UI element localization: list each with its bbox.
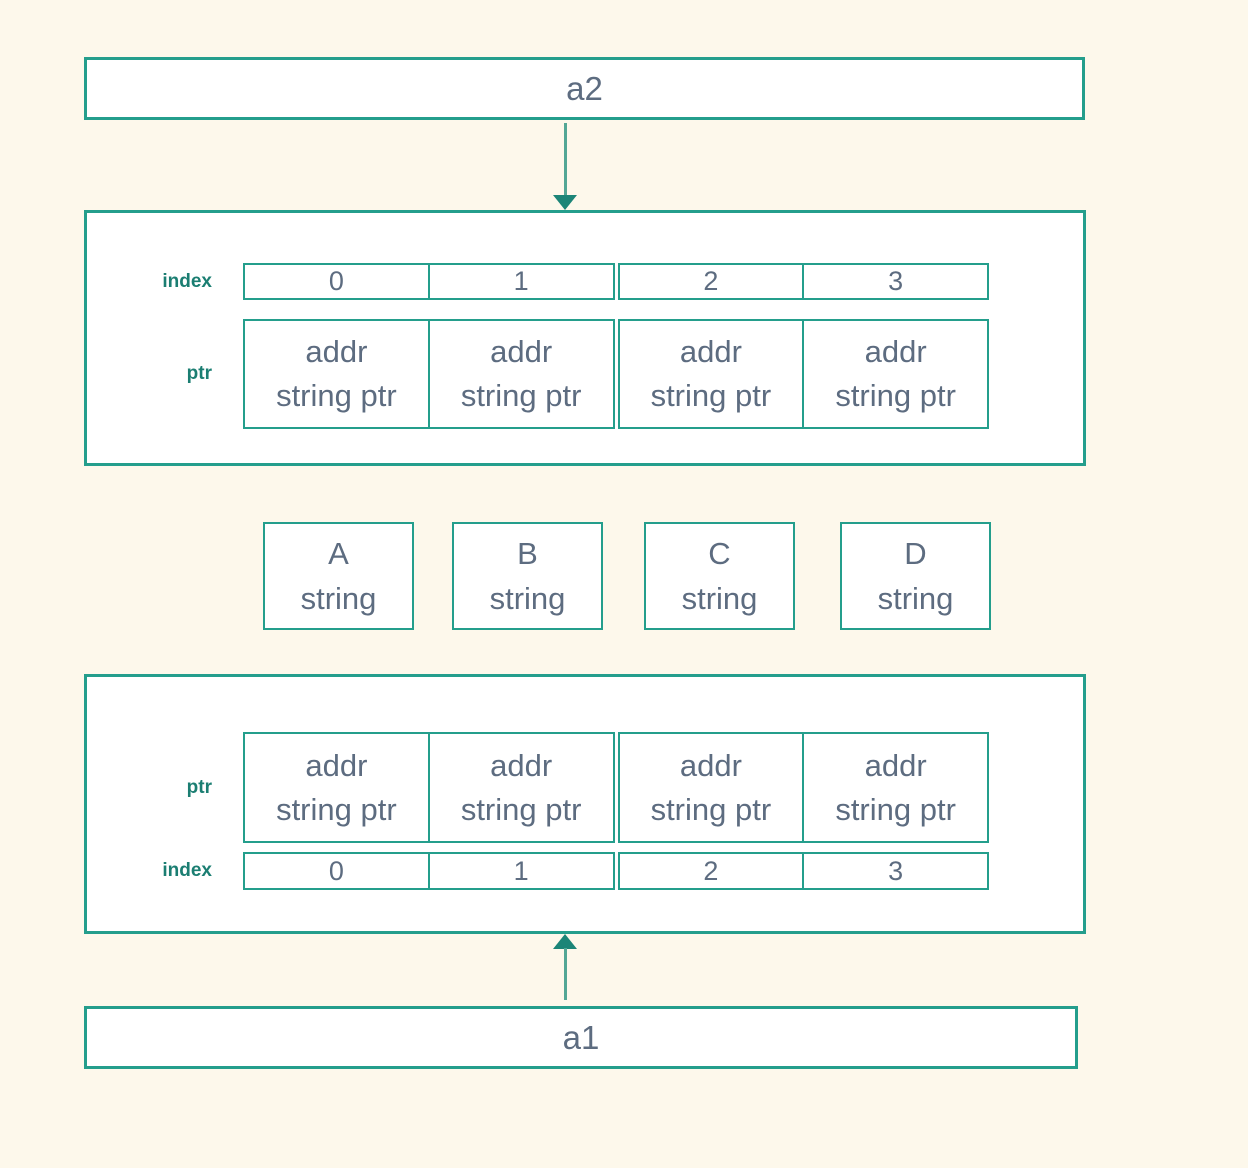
index-cell-value: 1 [513,855,529,886]
ptr-cell-string-ptr: string ptr [835,378,956,413]
index-cell-1: 1 [427,854,613,888]
arrow-up-icon [553,934,577,949]
upper-array-box: index 0 1 2 3 ptr [84,210,1086,466]
ptr-cell-group: addr string ptr addr string ptr [617,319,989,429]
lower-array-box: ptr addr string ptr addr string ptr addr… [84,674,1086,934]
down-arrow-shaft [564,123,567,197]
ptr-cell-string-ptr: string ptr [276,791,397,827]
string-type: string [681,581,758,616]
string-box-c: C string [644,522,795,630]
upper-ptr-row: addr string ptr addr string ptr addr str… [243,319,989,429]
ptr-cell-string-ptr: string ptr [835,791,956,827]
ptr-cell-string-ptr: string ptr [650,378,772,413]
arrow-down-icon [553,195,577,210]
ptr-cell-addr: addr [864,747,927,783]
ptr-cell-group: addr string ptr addr string ptr [617,732,989,843]
index-cell-3: 3 [802,854,987,888]
lower-index-label: index [162,860,212,881]
ptr-cell-string-ptr: string ptr [460,378,582,413]
index-cell-3: 3 [802,265,987,298]
up-arrow-shaft [564,948,567,1000]
index-cell-value: 1 [513,266,529,296]
index-cell-value: 0 [328,266,344,296]
ptr-cell-2: addr string ptr [620,321,803,427]
a2-box: a2 [84,57,1085,120]
index-cell-value: 3 [888,855,904,886]
string-box-b: B string [452,522,603,630]
index-cell-value: 2 [703,266,719,296]
index-cell-value: 0 [328,855,344,886]
ptr-cell-1: addr string ptr [427,734,613,841]
index-cell-2: 2 [620,854,803,888]
ptr-cell-group: addr string ptr addr string ptr [243,319,615,429]
ptr-cell-group: addr string ptr addr string ptr [243,732,615,843]
index-cell-value: 2 [703,855,719,886]
ptr-cell-string-ptr: string ptr [650,791,772,827]
ptr-cell-2: addr string ptr [620,734,803,841]
index-cell-0: 0 [245,854,428,888]
string-type: string [877,581,954,616]
index-cell-group: 0 1 [243,263,615,300]
ptr-cell-0: addr string ptr [245,321,428,427]
lower-ptr-row: addr string ptr addr string ptr addr str… [243,732,989,843]
string-name: A [328,536,349,571]
lower-ptr-label: ptr [186,776,212,798]
ptr-cell-string-ptr: string ptr [276,378,397,413]
string-box-d: D string [840,522,991,630]
ptr-cell-3: addr string ptr [802,321,987,427]
string-name: B [517,536,538,571]
index-cell-group: 2 3 [617,263,989,300]
index-cell-group: 2 3 [617,852,989,890]
index-cell-2: 2 [620,265,803,298]
index-cell-value: 3 [888,266,904,296]
ptr-cell-addr: addr [864,334,927,369]
ptr-cell-0: addr string ptr [245,734,428,841]
a1-label: a1 [562,1018,600,1056]
index-cell-1: 1 [427,265,613,298]
string-box-a: A string [263,522,414,630]
string-name: C [708,536,731,571]
upper-index-row: 0 1 2 3 [243,263,989,300]
ptr-cell-addr: addr [490,334,553,369]
string-name: D [904,536,927,571]
index-cell-group: 0 1 [243,852,615,890]
ptr-cell-addr: addr [679,334,742,369]
string-type: string [489,581,566,616]
upper-ptr-label: ptr [186,363,212,384]
ptr-cell-addr: addr [305,747,368,783]
ptr-cell-3: addr string ptr [802,734,987,841]
ptr-cell-1: addr string ptr [427,321,613,427]
ptr-cell-addr: addr [490,747,553,783]
string-type: string [300,581,377,616]
upper-index-label: index [162,270,212,292]
ptr-cell-string-ptr: string ptr [460,791,582,827]
a2-label: a2 [566,69,603,107]
index-cell-0: 0 [245,265,428,298]
ptr-cell-addr: addr [305,334,368,369]
ptr-cell-addr: addr [679,747,742,783]
lower-index-row: 0 1 2 3 [243,852,989,890]
a1-box: a1 [84,1006,1078,1069]
